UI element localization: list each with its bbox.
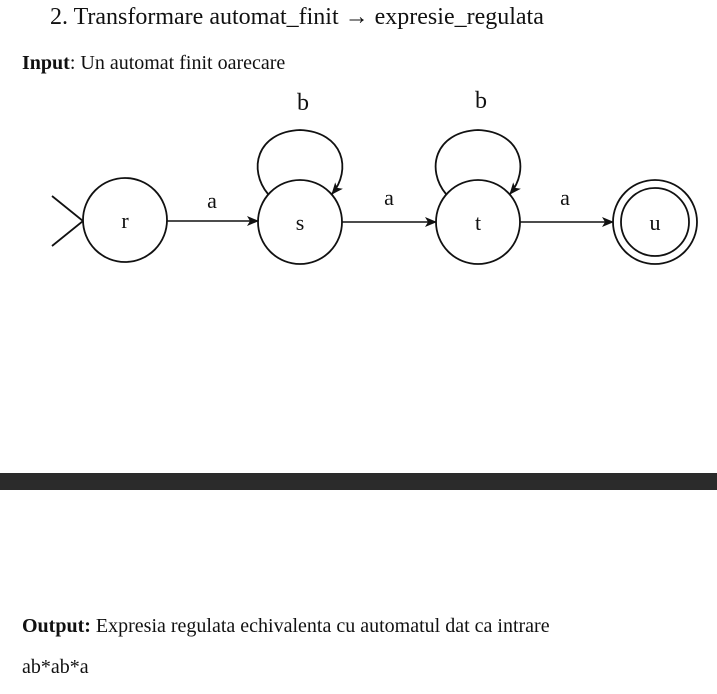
output-text: Expresia regulata echivalenta cu automat…	[90, 615, 550, 637]
transition-t-loop-label: b	[475, 88, 487, 114]
transition-s-t: a	[342, 185, 437, 227]
transition-r-s: a	[167, 188, 259, 226]
state-u: u	[612, 179, 698, 265]
transition-t-loop: b	[434, 88, 522, 195]
state-s: s	[257, 179, 343, 265]
state-u-label: u	[650, 210, 661, 235]
section-title: Transformare automat_finit → expresie_re…	[73, 4, 544, 30]
initial-state-arrow	[51, 195, 85, 247]
input-text: : Un automat finit oarecare	[69, 52, 286, 74]
output-label: Output:	[22, 615, 91, 637]
input-label: Input	[22, 52, 70, 74]
state-u-inner-circle	[620, 187, 690, 257]
transition-s-loop-label: b	[297, 90, 309, 116]
automaton-diagram: r s t u a b a b a	[51, 88, 698, 265]
input-description: Input: Un automat finit oarecare	[22, 52, 285, 75]
transition-t-u: a	[520, 185, 614, 227]
state-t-label: t	[475, 210, 481, 235]
section-heading: 2. Transformare automat_finit → expresie…	[50, 4, 544, 31]
transition-r-s-label: a	[207, 188, 217, 213]
transition-t-u-label: a	[560, 185, 570, 210]
output-description: Output: Expresia regulata echivalenta cu…	[22, 615, 550, 638]
transition-t-loop-arrow	[434, 129, 522, 195]
divider-bar	[0, 473, 717, 490]
transition-s-loop-arrow	[256, 129, 344, 195]
state-r: r	[82, 177, 168, 263]
transition-s-t-label: a	[384, 185, 394, 210]
state-t: t	[435, 179, 521, 265]
state-s-label: s	[296, 210, 305, 235]
state-r-circle	[82, 177, 168, 263]
state-r-label: r	[121, 208, 129, 233]
transition-s-loop: b	[256, 90, 344, 195]
section-number: 2.	[50, 4, 68, 30]
regex-result: ab*ab*a	[22, 656, 89, 678]
